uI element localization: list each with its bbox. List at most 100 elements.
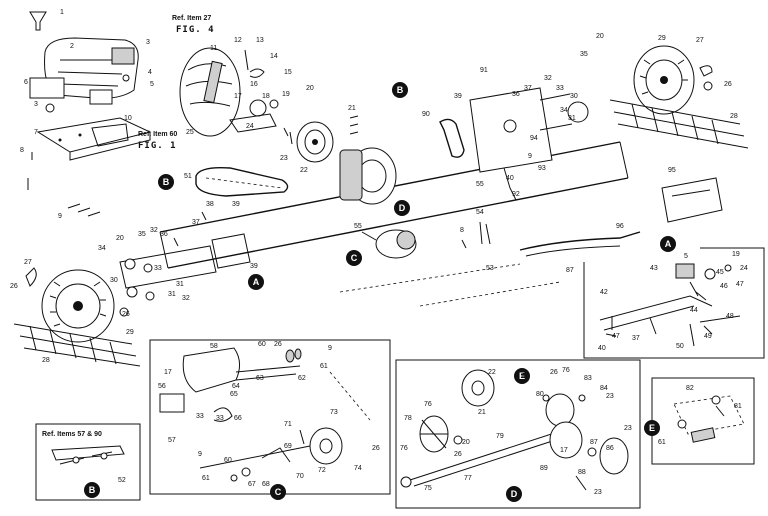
- part-number-label: 34: [560, 107, 568, 114]
- part-number-label: 35: [580, 51, 588, 58]
- part-number-label: 21: [478, 409, 486, 416]
- part-number-label: 26: [10, 283, 18, 290]
- part-number-label: 74: [354, 465, 362, 472]
- callout-a: A: [660, 236, 676, 252]
- part-number-label: 23: [594, 489, 602, 496]
- callout-e: E: [644, 420, 660, 436]
- part-number-label: 17: [560, 447, 568, 454]
- part-number-label: 26: [454, 451, 462, 458]
- part-number-label: 39: [232, 201, 240, 208]
- callout-circle: [248, 274, 264, 290]
- inset-d-box: [395, 359, 641, 509]
- part-number-label: 2: [70, 43, 74, 50]
- part-number-label: 24: [246, 123, 254, 130]
- callout-letter: D: [511, 489, 518, 499]
- callout-letter: C: [351, 253, 358, 263]
- part-number-label: 61: [202, 475, 210, 482]
- part-number-label: 26: [122, 311, 130, 318]
- callout-letter: C: [275, 487, 282, 497]
- part-number-label: 44: [690, 307, 698, 314]
- part-number-label: 61: [658, 439, 666, 446]
- part-number-label: 5: [684, 253, 688, 260]
- part-number-label: 8: [20, 147, 24, 154]
- part-number-label: 32: [544, 75, 552, 82]
- part-number-label: 93: [538, 165, 546, 172]
- part-number-label: 43: [650, 265, 658, 272]
- callout-c: C: [270, 484, 286, 500]
- callout-circle: [660, 236, 676, 252]
- part-number-label: 58: [210, 343, 218, 350]
- part-number-label: 92: [512, 191, 520, 198]
- part-number-label: 60: [224, 457, 232, 464]
- part-number-label: 11: [210, 45, 217, 52]
- part-number-label: 73: [330, 409, 338, 416]
- part-number-label: 23: [624, 425, 632, 432]
- part-number-label: 81: [734, 403, 742, 410]
- part-number-label: 51: [184, 173, 192, 180]
- callout-b: B: [392, 82, 408, 98]
- part-number-label: 36: [512, 91, 520, 98]
- part-number-label: 26: [372, 445, 380, 452]
- callout-letter: B: [163, 177, 170, 187]
- left-wheel: [13, 267, 141, 367]
- part-number-label: 96: [616, 223, 624, 230]
- callout-circle: [394, 200, 410, 216]
- part-number-label: 30: [110, 277, 118, 284]
- callout-circle: [644, 420, 660, 436]
- part-number-label: 37: [192, 219, 200, 226]
- part-number-label: 67: [248, 481, 256, 488]
- part-number-label: 63: [256, 375, 264, 382]
- part-number-label: 34: [98, 245, 106, 252]
- part-number-label: 39: [454, 93, 462, 100]
- fig4-title: FIG. 4: [176, 25, 215, 35]
- callout-circle: [506, 486, 522, 502]
- part-number-label: 31: [176, 281, 184, 288]
- callout-letter: B: [89, 485, 96, 495]
- part-number-label: 32: [182, 295, 190, 302]
- part-number-label: 27: [24, 259, 32, 266]
- callout-a: A: [248, 274, 264, 290]
- part-number-label: 33: [216, 415, 224, 422]
- part-number-label: 38: [206, 201, 214, 208]
- part-number-label: 19: [282, 91, 290, 98]
- part-number-label: 22: [300, 167, 308, 174]
- part-number-label: 29: [126, 329, 134, 336]
- left-axle-parts: [119, 211, 207, 317]
- part-number-label: 62: [298, 375, 306, 382]
- callout-d: D: [506, 486, 522, 502]
- part-number-label: 84: [600, 385, 608, 392]
- part-number-label: 7: [34, 129, 38, 136]
- part-number-label: 65: [230, 391, 238, 398]
- part-number-label: 17: [164, 369, 172, 376]
- part-number-label: 80: [536, 391, 544, 398]
- part-number-label: 82: [686, 385, 694, 392]
- part-number-label: 9: [198, 451, 202, 458]
- part-number-label: 27: [696, 37, 704, 44]
- part-number-label: 89: [540, 465, 548, 472]
- part-number-label: 83: [584, 375, 592, 382]
- part-number-label: 20: [306, 85, 314, 92]
- part-number-label: 66: [234, 415, 242, 422]
- callout-d: D: [394, 200, 410, 216]
- engine-assembly-group: [27, 11, 152, 217]
- part-number-label: 76: [562, 367, 570, 374]
- part-number-label: 56: [158, 383, 166, 390]
- part-number-label: 47: [736, 281, 744, 288]
- part-number-label: 18: [262, 93, 270, 100]
- part-number-label: 87: [590, 439, 598, 446]
- part-number-label: 9: [58, 213, 62, 220]
- inset-c-box: [149, 339, 391, 495]
- fig4-clutch-group: [179, 47, 359, 197]
- part-number-label: 52: [118, 477, 126, 484]
- part-number-label: 78: [404, 415, 412, 422]
- part-number-label: 76: [424, 401, 432, 408]
- part-number-label: 40: [506, 175, 514, 182]
- part-number-label: 91: [480, 67, 488, 74]
- part-number-label: 26: [274, 341, 282, 348]
- right-wheel: [609, 45, 749, 149]
- part-number-label: 37: [524, 85, 532, 92]
- part-number-label: 72: [318, 467, 326, 474]
- inset-a-box: [583, 247, 765, 359]
- inset-b-caption: Ref. Items 57 & 90: [42, 431, 102, 438]
